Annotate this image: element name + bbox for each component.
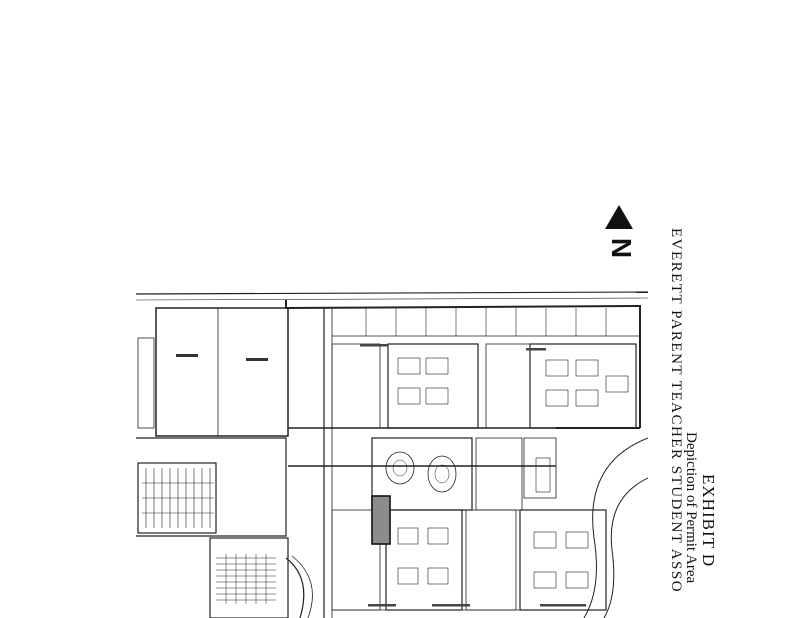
exhibit-subtitle: Depiction of Permit Area: [683, 432, 699, 584]
floor-plan: [136, 291, 648, 618]
commons: [371, 437, 557, 511]
association-name: EVERETT PARENT TEACHER STUDENT ASSO: [668, 228, 684, 594]
site-boundary: [136, 291, 648, 429]
gymnasium-block: [136, 307, 289, 537]
exhibit-title: EXHIBIT D: [699, 474, 718, 568]
auditorium: [209, 537, 313, 618]
curved-drive: [583, 437, 648, 618]
south-classroom-wing: [331, 509, 607, 611]
north-label: N: [606, 237, 637, 259]
north-arrow-icon: [605, 205, 633, 229]
room-labels: [176, 344, 586, 607]
corridor: [288, 308, 640, 618]
north-classroom-wing: [331, 308, 640, 429]
permit-area: [371, 495, 391, 545]
